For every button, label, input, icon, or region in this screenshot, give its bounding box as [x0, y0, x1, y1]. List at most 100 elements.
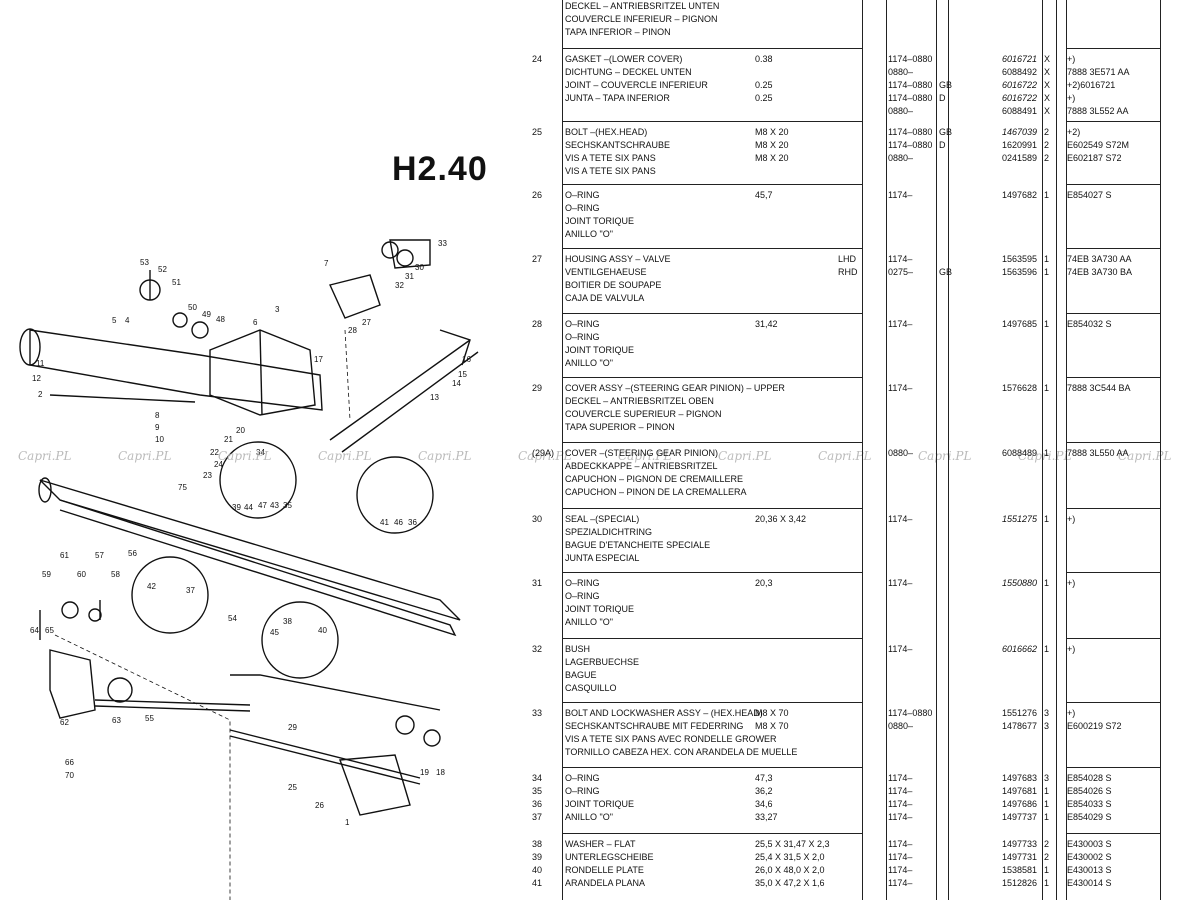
diagram-label: 13	[430, 393, 439, 402]
part-description: BAGUE D'ETANCHEITE SPECIALE	[565, 540, 711, 550]
quantity: 2	[1044, 153, 1050, 163]
diagram-label: 39	[232, 503, 241, 512]
reference-note: +)	[1067, 93, 1076, 103]
diagram-label: 16	[462, 355, 471, 364]
row-rule	[1066, 702, 1160, 703]
part-description: O–RING	[565, 332, 600, 342]
reference-note: E854026 S	[1067, 786, 1112, 796]
item-number: 31	[532, 578, 543, 588]
serial-range: 1174–	[888, 812, 913, 822]
quantity: X	[1044, 67, 1051, 77]
diagram-label: 25	[288, 783, 297, 792]
row-rule	[1066, 638, 1160, 639]
part-number: 1551275	[1001, 514, 1037, 524]
part-dimension: 33,27	[755, 812, 778, 822]
part-description: JOINT TORIQUE	[565, 216, 635, 226]
part-description: JOINT – COUVERCLE INFERIEUR	[565, 80, 708, 90]
diagram-label: 30	[415, 263, 424, 272]
serial-range: 1174–	[888, 254, 913, 264]
part-description: BOITIER DE SOUPAPE	[565, 280, 662, 290]
quantity: 1	[1044, 254, 1050, 264]
diagram-label: 47	[258, 501, 267, 510]
diagram-label: 27	[362, 318, 371, 327]
steering-rack-exploded-diagram: 53 52 51 50 49 48 5 4 11 12 2 7 33 30 31…	[19, 239, 479, 900]
diagram-label: 75	[178, 483, 187, 492]
watermark: Capri.PL	[18, 449, 72, 463]
watermark: Capri.PL	[618, 449, 672, 463]
part-description: WASHER – FLAT	[565, 839, 636, 849]
part-description: SECHSKANTSCHRAUBE	[565, 140, 671, 150]
diagram-label: 54	[228, 614, 237, 623]
serial-range: 1174–0880	[888, 140, 933, 150]
item-number: 25	[532, 127, 543, 137]
reference-note: +)	[1067, 708, 1076, 718]
row-rule	[1066, 508, 1160, 509]
diagram-label: 41	[380, 518, 389, 527]
diagram-label: 6	[253, 318, 258, 327]
diagram-label: 70	[65, 771, 74, 780]
quantity: 2	[1044, 140, 1050, 150]
part-dimension: 25,4 X 31,5 X 2,0	[755, 852, 825, 862]
part-description: O–RING	[565, 203, 600, 213]
quantity: 1	[1044, 319, 1050, 329]
diagram-label: 32	[395, 281, 404, 290]
diagram-label: 2	[38, 390, 43, 399]
part-description: O–RING	[565, 786, 600, 796]
part-number: 6088492	[1001, 67, 1037, 77]
reference-note: +)	[1067, 514, 1076, 524]
item-number: (29A)	[532, 448, 555, 458]
serial-range: 1174–	[888, 786, 913, 796]
item-number: 24	[532, 54, 543, 64]
diagram-label: 35	[283, 501, 292, 510]
quantity: X	[1044, 93, 1051, 103]
reference-note: 74EB 3A730 AA	[1067, 254, 1132, 264]
part-number: 1497682	[1001, 190, 1037, 200]
diagram-label: 56	[128, 549, 137, 558]
country-code: GB	[939, 267, 953, 277]
serial-range: 1174–	[888, 578, 913, 588]
row-rule	[562, 442, 862, 443]
row-rule	[1066, 184, 1160, 185]
part-dimension: 0.38	[755, 54, 773, 64]
reference-note: E602549 S72M	[1067, 140, 1130, 150]
diagram-label: 66	[65, 758, 74, 767]
part-dimension: 47,3	[755, 773, 773, 783]
watermark: Capri.PL	[718, 449, 772, 463]
part-number: 1497731	[1001, 852, 1037, 862]
part-description: CAPUCHON – PINON DE LA CREMALLERA	[565, 487, 747, 497]
part-description: GASKET –(LOWER COVER)	[565, 54, 683, 64]
row-rule	[1066, 248, 1160, 249]
item-number: 38	[532, 839, 543, 849]
part-description: RONDELLE PLATE	[565, 865, 644, 875]
diagram-label: 4	[125, 316, 130, 325]
country-code: D	[939, 93, 946, 103]
row-rule	[1066, 767, 1160, 768]
part-dimension: 31,42	[755, 319, 778, 329]
reference-note: E854029 S	[1067, 812, 1112, 822]
row-rule	[562, 377, 862, 378]
reference-note: E600219 S72	[1067, 721, 1122, 731]
serial-range: 1174–	[888, 190, 913, 200]
serial-range: 1174–	[888, 799, 913, 809]
serial-range: 1174–	[888, 319, 913, 329]
serial-range: 0880–	[888, 106, 914, 116]
reference-note: +2)6016721	[1067, 80, 1116, 90]
part-description: DICHTUNG – DECKEL UNTEN	[565, 67, 692, 77]
part-description: ANILLO "O"	[565, 812, 613, 822]
quantity: 3	[1044, 708, 1050, 718]
quantity: 2	[1044, 839, 1050, 849]
part-number: 6016721	[1001, 54, 1037, 64]
item-number: 36	[532, 799, 543, 809]
part-description: O–RING	[565, 591, 600, 601]
serial-range: 1174–	[888, 773, 913, 783]
row-rule	[562, 184, 862, 185]
item-number: 29	[532, 383, 543, 393]
serial-range: 1174–	[888, 383, 913, 393]
part-number: 6088491	[1001, 106, 1037, 116]
column-rule	[1160, 0, 1161, 900]
country-code: GB	[939, 80, 953, 90]
diagram-label: 18	[436, 768, 445, 777]
diagram-label: 52	[158, 265, 167, 274]
row-rule	[1066, 377, 1160, 378]
serial-range: 1174–	[888, 852, 913, 862]
